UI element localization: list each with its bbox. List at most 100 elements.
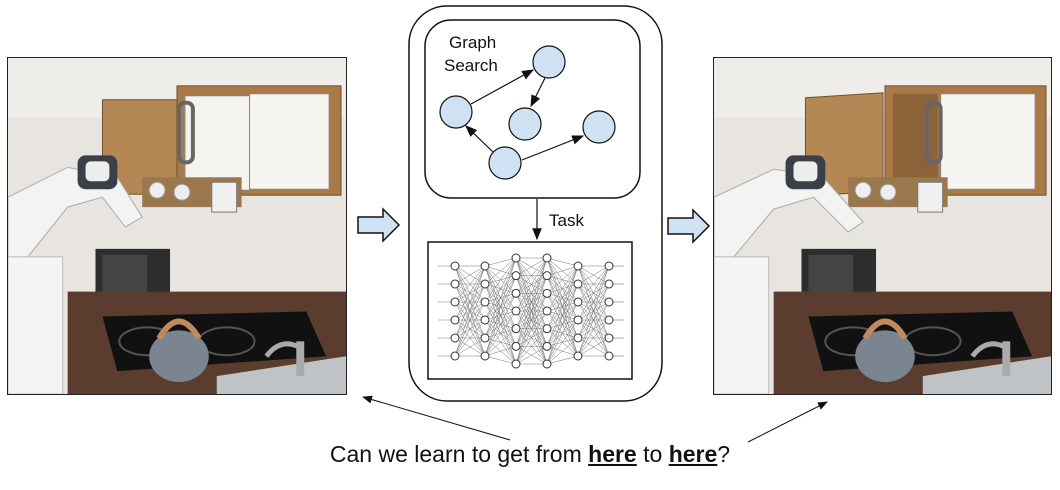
nn-connection	[577, 265, 610, 357]
graph-edge	[465, 125, 494, 153]
nn-connection	[546, 293, 579, 321]
caption-here-2: here	[668, 441, 718, 467]
nn-connection	[484, 328, 517, 357]
nn-node	[480, 333, 490, 343]
nn-connection	[546, 265, 579, 365]
nn-connection	[454, 301, 486, 321]
neural-network	[438, 253, 624, 369]
nn-connection	[454, 283, 486, 357]
nn-connection	[484, 293, 517, 357]
nn-node	[542, 306, 552, 316]
nn-connection	[546, 301, 579, 365]
nn-connection	[454, 301, 486, 357]
nn-connection	[546, 265, 579, 329]
nn-connection	[515, 310, 548, 365]
nn-connection	[515, 310, 548, 329]
nn-connection	[546, 275, 579, 357]
nn-connection	[577, 265, 610, 285]
nn-connection	[546, 310, 579, 339]
nn-connection	[515, 328, 548, 347]
nn-connection	[515, 293, 548, 365]
nn-connection	[454, 301, 486, 339]
nn-connection	[484, 257, 517, 321]
nn-connection	[515, 257, 548, 329]
nn-connection	[484, 319, 517, 329]
nn-node	[542, 271, 552, 281]
nn-connection	[515, 257, 548, 347]
nn-connection	[546, 346, 579, 357]
nn-node	[604, 333, 614, 343]
nn-connection	[515, 257, 548, 276]
nn-connection	[484, 283, 517, 347]
caption-here-1: here	[588, 441, 637, 467]
nn-connection	[515, 275, 548, 365]
nn-connection	[577, 319, 610, 357]
nn-node	[511, 306, 521, 316]
nn-node	[480, 297, 490, 307]
nn-connection	[454, 283, 486, 321]
nn-node	[450, 333, 460, 343]
nn-connection	[515, 328, 548, 365]
nn-connection	[484, 293, 517, 321]
caption-arrow-right	[747, 401, 828, 443]
nn-connection	[577, 265, 610, 321]
nn-connection	[577, 283, 610, 321]
nn-connection	[515, 293, 548, 329]
nn-connection	[546, 319, 579, 329]
nn-node	[511, 288, 521, 298]
left-block-arrow	[357, 207, 401, 243]
nn-connection	[515, 275, 548, 294]
nn-connection	[454, 265, 486, 357]
nn-connection	[454, 283, 486, 339]
nn-connection	[577, 265, 610, 285]
nn-connection	[515, 257, 548, 294]
nn-connection	[546, 301, 579, 347]
nn-connection	[577, 283, 610, 303]
nn-connection	[515, 346, 548, 365]
graph-node	[439, 95, 473, 129]
nn-connection	[546, 257, 579, 357]
nn-connection	[546, 265, 579, 276]
nn-connection	[454, 265, 486, 357]
nn-connection	[454, 265, 486, 339]
nn-node	[542, 324, 552, 334]
nn-connection	[546, 283, 579, 329]
nn-connection	[515, 310, 548, 347]
caption-text-1: Can we learn to get from	[329, 441, 589, 467]
nn-connection	[454, 301, 486, 357]
nn-connection	[546, 265, 579, 347]
nn-connection	[454, 265, 486, 285]
nn-node	[573, 351, 583, 361]
nn-connection	[454, 337, 486, 357]
nn-connection	[515, 275, 548, 365]
nn-connection	[515, 328, 548, 347]
nn-connection	[546, 283, 579, 347]
nn-connection	[577, 265, 610, 303]
nn-node	[542, 341, 552, 351]
nn-connection	[515, 275, 548, 312]
nn-connection	[577, 301, 610, 321]
nn-connection	[484, 257, 517, 267]
nn-connection	[484, 265, 517, 347]
nn-connection	[546, 328, 579, 357]
nn-connection	[546, 283, 579, 365]
nn-connection	[546, 293, 579, 303]
nn-connection	[454, 319, 486, 339]
nn-node	[450, 261, 460, 271]
nn-node	[573, 333, 583, 343]
nn-connection	[484, 319, 517, 347]
nn-connection	[484, 265, 517, 365]
nn-connection	[484, 265, 517, 312]
nn-connection	[454, 319, 486, 357]
nn-connection	[454, 283, 486, 303]
nn-connection	[577, 301, 610, 339]
nn-connection	[577, 319, 610, 357]
nn-connection	[546, 293, 579, 357]
nn-connection	[484, 346, 517, 357]
nn-connection	[577, 265, 610, 303]
nn-connection	[546, 355, 579, 365]
nn-connection	[484, 275, 517, 357]
nn-connection	[577, 319, 610, 339]
nn-connection	[454, 283, 486, 321]
nn-node	[573, 297, 583, 307]
